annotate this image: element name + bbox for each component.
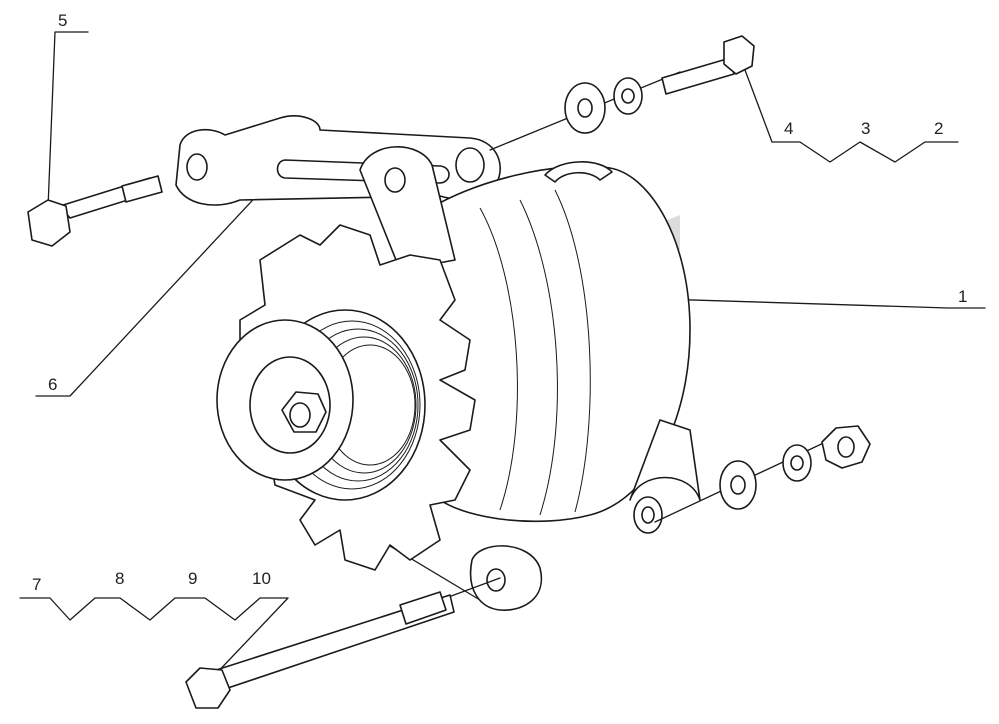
callout-9: 9 [188, 569, 197, 588]
callout-10: 10 [252, 569, 271, 588]
callout-6: 6 [48, 375, 57, 394]
leader-7-10 [19, 597, 289, 679]
drive-pulley [216, 309, 426, 501]
leader-6 [35, 159, 291, 397]
top-long-bolt [27, 175, 163, 247]
callout-7: 7 [32, 575, 41, 594]
callout-1: 1 [958, 287, 967, 306]
callout-3: 3 [861, 119, 870, 138]
callout-4: 4 [784, 119, 793, 138]
leader-1 [564, 295, 986, 309]
callout-8: 8 [115, 569, 124, 588]
callout-5: 5 [58, 11, 67, 30]
leader-2-3-4 [744, 69, 959, 163]
leader-5 [47, 31, 89, 209]
top-right-bolt-set [489, 35, 755, 151]
callout-2: 2 [934, 119, 943, 138]
bottom-bolt-set [185, 425, 871, 709]
tension-bracket [175, 115, 501, 206]
upper-mount-ear [359, 146, 456, 271]
callout-labels: 5 4 3 2 1 6 7 8 9 10 [32, 11, 967, 594]
alternator-body [419, 161, 691, 523]
lower-mount-ears [469, 419, 701, 611]
